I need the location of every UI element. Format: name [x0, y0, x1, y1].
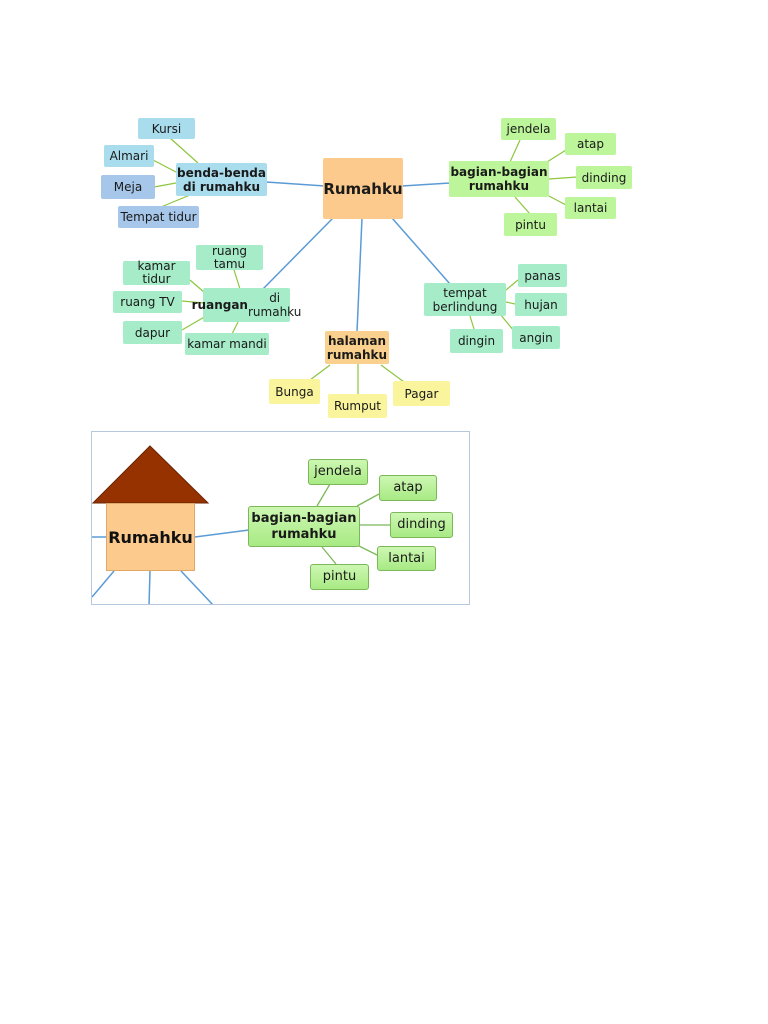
leaf-dinding: dinding [576, 166, 632, 189]
leaf-ruang-tv: ruang TV [113, 291, 182, 313]
leaf-kamar-tidur: kamar tidur [123, 260, 190, 286]
leaf-dingin: dingin [450, 329, 503, 353]
detail-connectors [92, 483, 390, 604]
house-body: Rumahku [106, 503, 195, 571]
leaf-panas: panas [518, 264, 567, 287]
leaf-almari: Almari [104, 145, 154, 167]
detail-leaf-jendela: jendela [308, 459, 368, 485]
branch-bagian-bagian: bagian-bagian rumahku [449, 161, 549, 197]
leaf-kamar-mandi: kamar mandi [185, 333, 269, 355]
leaf-angin: angin [512, 326, 560, 349]
center-node: Rumahku [323, 158, 403, 219]
leaf-pagar: Pagar [393, 381, 450, 406]
leaf-dapur: dapur [123, 321, 182, 344]
leaf-jendela: jendela [501, 118, 556, 140]
leaf-rumput: Rumput [328, 394, 387, 418]
detail-panel: Rumahku bagian-bagian rumahku jendela at… [91, 431, 470, 605]
detail-leaf-atap: atap [379, 475, 437, 501]
detail-leaf-pintu: pintu [310, 564, 369, 590]
leaf-lantai: lantai [565, 197, 616, 219]
branch-ruangan-rest: di rumahku [247, 291, 302, 319]
detail-leaf-dinding: dinding [390, 512, 453, 538]
detail-leaf-lantai: lantai [377, 546, 436, 571]
branch-tempat-berlindung: tempat berlindung [424, 283, 506, 316]
branch-ruangan-bold: ruangan [191, 298, 248, 312]
leaf-kursi: Kursi [138, 118, 195, 139]
leaf-meja: Meja [101, 175, 155, 199]
leaf-tempat-tidur: Tempat tidur [118, 206, 199, 228]
detail-branch-bagian: bagian-bagian rumahku [248, 506, 360, 547]
leaf-hujan: hujan [515, 293, 567, 316]
leaf-ruang-tamu: ruang tamu [196, 244, 263, 270]
leaf-atap: atap [565, 133, 616, 155]
branch-halaman: halaman rumahku [325, 331, 389, 364]
branch-ruangan: ruangan di rumahku [192, 288, 301, 322]
branch-benda-benda: benda-benda di rumahku [176, 163, 267, 196]
leaf-bunga: Bunga [269, 379, 320, 404]
leaf-pintu: pintu [504, 213, 557, 236]
